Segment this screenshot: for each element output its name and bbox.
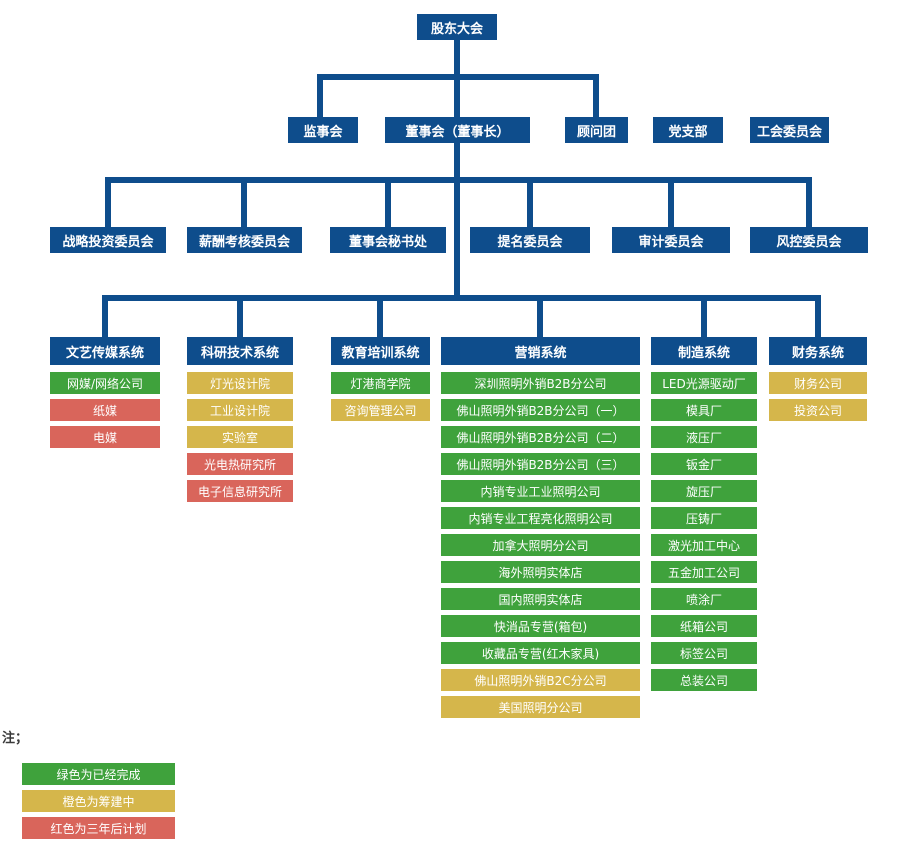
org-node: 压铸厂 (651, 507, 757, 529)
system-column-marketing: 营销系统 深圳照明外销B2B分公司 佛山照明外销B2B分公司（一） 佛山照明外销… (441, 337, 640, 718)
node-supervisory-board: 监事会 (288, 117, 358, 143)
connector-committees-horizontal (105, 177, 812, 183)
legend-item-in-preparation: 橙色为筹建中 (22, 790, 175, 812)
node-risk-control-committee: 风控委员会 (750, 227, 868, 253)
connector-drop-system-2 (237, 295, 243, 337)
org-node: 美国照明分公司 (441, 696, 640, 718)
org-node: 电媒 (50, 426, 160, 448)
legend-item-three-year-plan: 红色为三年后计划 (22, 817, 175, 839)
connector-drop-supervisory (317, 74, 323, 117)
org-node: 国内照明实体店 (441, 588, 640, 610)
org-node: 电子信息研究所 (187, 480, 293, 502)
legend: 绿色为已经完成 橙色为筹建中 红色为三年后计划 (22, 763, 175, 839)
node-audit-committee: 审计委员会 (612, 227, 730, 253)
node-board-of-directors: 董事会（董事长） (385, 117, 530, 143)
org-node: 旋压厂 (651, 480, 757, 502)
org-node: 光电热研究所 (187, 453, 293, 475)
org-node: 加拿大照明分公司 (441, 534, 640, 556)
legend-item-completed: 绿色为已经完成 (22, 763, 175, 785)
org-node: 灯光设计院 (187, 372, 293, 394)
connector-drop-committee-5 (668, 177, 674, 227)
system-column-finance: 财务系统 财务公司 投资公司 (769, 337, 867, 421)
org-node: 液压厂 (651, 426, 757, 448)
org-node: 咨询管理公司 (331, 399, 430, 421)
connector-drop-committee-3 (385, 177, 391, 227)
system-header-research: 科研技术系统 (187, 337, 293, 365)
system-header-marketing: 营销系统 (441, 337, 640, 365)
connector-board-vertical (454, 143, 460, 301)
org-node: LED光源驱动厂 (651, 372, 757, 394)
org-node: 总装公司 (651, 669, 757, 691)
system-header-finance: 财务系统 (769, 337, 867, 365)
connector-level2-horizontal (317, 74, 599, 80)
system-column-media: 文艺传媒系统 网媒/网络公司 纸媒 电媒 (50, 337, 160, 448)
org-node: 内销专业工业照明公司 (441, 480, 640, 502)
node-board-secretariat: 董事会秘书处 (330, 227, 446, 253)
connector-drop-committee-1 (105, 177, 111, 227)
org-node: 五金加工公司 (651, 561, 757, 583)
org-node: 工业设计院 (187, 399, 293, 421)
org-node: 佛山照明外销B2B分公司（二） (441, 426, 640, 448)
system-header-education: 教育培训系统 (331, 337, 430, 365)
org-node: 钣金厂 (651, 453, 757, 475)
system-header-media: 文艺传媒系统 (50, 337, 160, 365)
org-node: 深圳照明外销B2B分公司 (441, 372, 640, 394)
connector-drop-committee-2 (241, 177, 247, 227)
legend-note: 注； (2, 731, 29, 746)
connector-drop-advisors (593, 74, 599, 117)
node-compensation-assessment-committee: 薪酬考核委员会 (187, 227, 302, 253)
org-node: 内销专业工程亮化照明公司 (441, 507, 640, 529)
org-node: 佛山照明外销B2B分公司（三） (441, 453, 640, 475)
org-node: 投资公司 (769, 399, 867, 421)
node-party-branch: 党支部 (653, 117, 723, 143)
node-nomination-committee: 提名委员会 (470, 227, 590, 253)
org-node: 纸媒 (50, 399, 160, 421)
org-node: 快消品专营(箱包) (441, 615, 640, 637)
system-header-manufacturing: 制造系统 (651, 337, 757, 365)
org-node: 佛山照明外销B2B分公司（一） (441, 399, 640, 421)
connector-drop-system-1 (102, 295, 108, 337)
org-node: 财务公司 (769, 372, 867, 394)
org-node: 纸箱公司 (651, 615, 757, 637)
system-column-manufacturing: 制造系统 LED光源驱动厂 模具厂 液压厂 钣金厂 旋压厂 压铸厂 激光加工中心… (651, 337, 757, 691)
system-column-research: 科研技术系统 灯光设计院 工业设计院 实验室 光电热研究所 电子信息研究所 (187, 337, 293, 502)
org-node: 喷涂厂 (651, 588, 757, 610)
node-labor-union-committee: 工会委员会 (750, 117, 829, 143)
org-node: 实验室 (187, 426, 293, 448)
node-strategic-investment-committee: 战略投资委员会 (50, 227, 166, 253)
node-shareholders-meeting: 股东大会 (417, 14, 497, 40)
connector-drop-committee-6 (806, 177, 812, 227)
org-node: 激光加工中心 (651, 534, 757, 556)
connector-drop-system-5 (701, 295, 707, 337)
org-node: 海外照明实体店 (441, 561, 640, 583)
connector-systems-horizontal (102, 295, 821, 301)
system-column-education: 教育培训系统 灯港商学院 咨询管理公司 (331, 337, 430, 421)
org-node: 收藏品专营(红木家具) (441, 642, 640, 664)
org-node: 标签公司 (651, 642, 757, 664)
org-node: 网媒/网络公司 (50, 372, 160, 394)
org-node: 佛山照明外销B2C分公司 (441, 669, 640, 691)
connector-drop-system-3 (377, 295, 383, 337)
connector-drop-committee-4 (527, 177, 533, 227)
org-node: 灯港商学院 (331, 372, 430, 394)
node-advisory-group: 顾问团 (565, 117, 628, 143)
connector-drop-system-6 (815, 295, 821, 337)
org-node: 模具厂 (651, 399, 757, 421)
connector-drop-system-4 (537, 295, 543, 337)
